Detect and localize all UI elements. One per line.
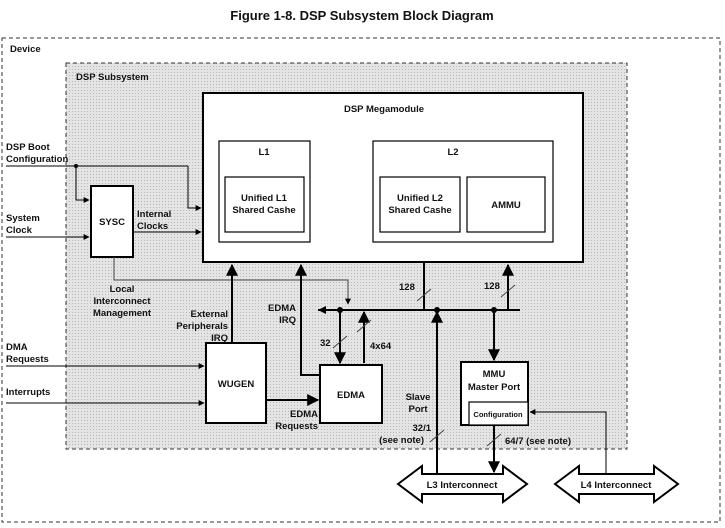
l1-label: L1 <box>258 147 270 158</box>
edma-requests-label-line2: Requests <box>275 421 318 432</box>
wugen-label: WUGEN <box>218 379 255 390</box>
configuration-label: Configuration <box>473 410 523 419</box>
bus-32-1-label: 32/1 <box>413 423 432 434</box>
wugen-box <box>205 342 267 424</box>
local-interconnect-label-line2: Interconnect <box>93 296 151 307</box>
local-interconnect-label-line3: Management <box>93 308 152 319</box>
l2-cache-box <box>379 176 461 233</box>
l3-interconnect-arrow <box>396 464 529 504</box>
edma-box <box>319 364 383 424</box>
slave-port-label-line1: Slave <box>406 392 431 403</box>
mmu-label-line1: MMU <box>483 369 506 380</box>
edma-irq-arrow <box>295 263 320 376</box>
local-interconnect-label-line1: Local <box>110 284 135 295</box>
system-clock-label-line1: System <box>6 213 40 224</box>
internal-clocks-label-line1: Internal <box>137 209 171 220</box>
sysc-box <box>90 185 134 258</box>
device-region <box>1 37 721 523</box>
dsp-megamodule-label: DSP Megamodule <box>344 104 424 115</box>
bus-32-label: 32 <box>320 338 331 349</box>
edma-requests-label-line1: EDMA <box>290 409 318 420</box>
internal-clocks-label-line2: Clocks <box>137 221 168 232</box>
l1-cache-label-line2: Shared Cashe <box>232 205 295 216</box>
external-peripherals-label-line2: Peripherals <box>176 321 228 332</box>
device-label: Device <box>10 44 41 55</box>
dsp-boot-to-sysc <box>75 166 90 203</box>
mmu-label-line2: Master Port <box>468 382 521 393</box>
sysc-label: SYSC <box>99 217 125 228</box>
ammu-box <box>466 176 546 233</box>
bus-32-1-note-label: (see note) <box>379 435 424 446</box>
ammu-label: AMMU <box>491 200 521 211</box>
dma-requests-label-line1: DMA <box>6 342 28 353</box>
l4-interconnect-label: L4 Interconnect <box>581 480 653 491</box>
system-clock-label-line2: Clock <box>6 225 33 236</box>
interrupts-label: Interrupts <box>6 387 50 398</box>
l3-interconnect-label: L3 Interconnect <box>427 480 499 491</box>
bus-4x64-label: 4x64 <box>370 341 392 352</box>
l4-to-configuration <box>529 409 607 474</box>
dma-requests-label-line2: Requests <box>6 354 49 365</box>
l1-cache-box <box>224 176 305 233</box>
dsp-boot-label-line1: DSP Boot <box>6 142 50 153</box>
dsp-subsystem-label: DSP Subsystem <box>76 72 149 83</box>
configuration-box <box>468 401 529 426</box>
l1-cache-label-line1: Unified L1 <box>241 193 288 204</box>
dsp-boot-to-megamodule <box>187 166 202 211</box>
external-peripherals-label-line1: External <box>191 309 229 320</box>
edma-label: EDMA <box>337 390 365 401</box>
edma-irq-label-line1: EDMA <box>268 303 296 314</box>
l2-cache-label-line1: Unified L2 <box>397 193 443 204</box>
dsp-boot-label-line2: Configuration <box>6 154 68 165</box>
bus-64-7-label: 64/7 (see note) <box>505 436 571 447</box>
edma-irq-label-line2: IRQ <box>279 315 296 326</box>
l4-interconnect-arrow <box>553 464 680 504</box>
l2-cache-label-line2: Shared Cashe <box>388 205 451 216</box>
bus-128-right-label: 128 <box>484 281 500 292</box>
l2-label: L2 <box>447 147 458 158</box>
external-peripherals-label-line3: IRQ <box>211 333 228 344</box>
figure-title: Figure 1-8. DSP Subsystem Block Diagram <box>230 8 493 23</box>
bus-128-left-label: 128 <box>399 282 415 293</box>
slave-port-label-line2: Port <box>409 404 429 415</box>
